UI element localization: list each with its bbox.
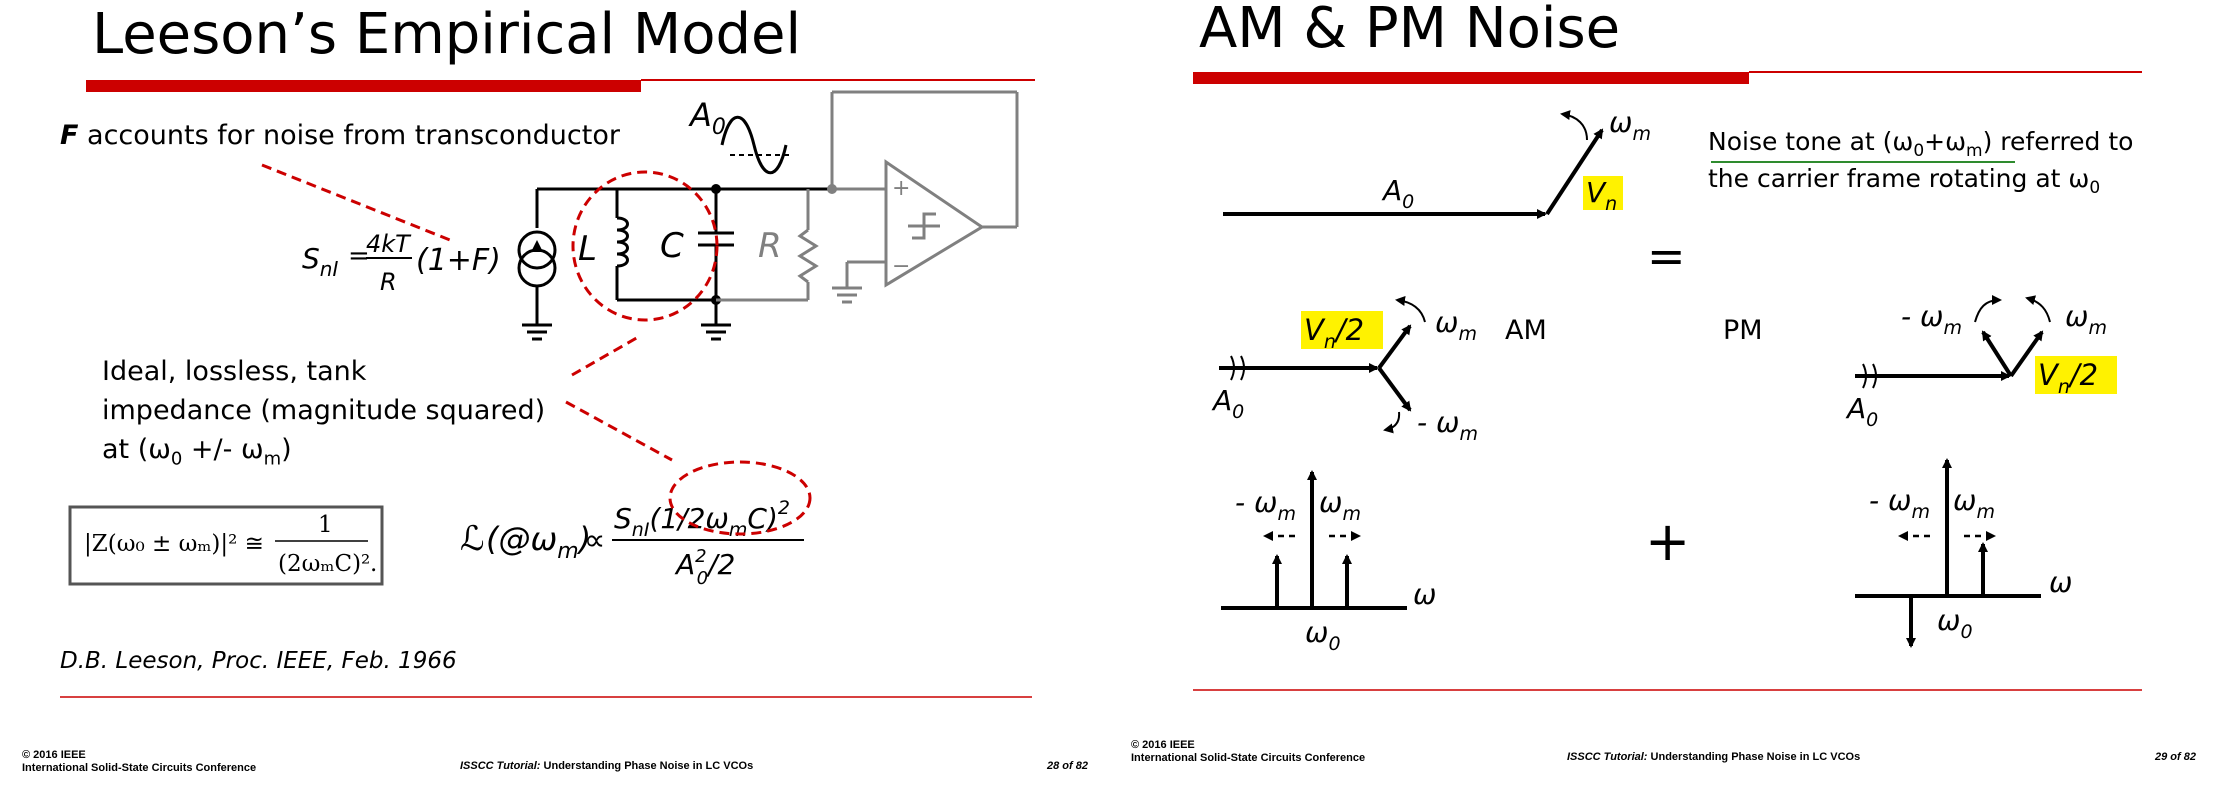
omega-axis-label-pm: ω <box>2049 566 2072 599</box>
am-label: AM <box>1505 315 1547 346</box>
ideal-line-3: at (ω0 +/- ωm) <box>102 434 292 470</box>
svg-text:(1+F): (1+F) <box>416 243 501 278</box>
minus-omega-m-label-pm-spec: - ωm <box>1869 484 1930 523</box>
node-dot <box>711 184 721 194</box>
amp-plus-sign: + <box>892 176 910 201</box>
capacitor-label: C <box>660 226 684 266</box>
footer-page-number: 28 of 82 <box>1047 760 1088 772</box>
svg-text:.: . <box>370 551 377 577</box>
equals-sign: = <box>1647 229 1686 283</box>
A0-label-am: A0 <box>1211 384 1244 423</box>
svg-text:SnI(1/2ωmC)2: SnI(1/2ωmC)2 <box>614 497 790 541</box>
tank-highlight-ellipse <box>571 170 719 322</box>
am-phasor <box>1219 296 1426 434</box>
footer-tutorial: ISSCC Tutorial: Understanding Phase Nois… <box>1567 751 1861 763</box>
citation: D.B. Leeson, Proc. IEEE, Feb. 1966 <box>60 648 457 674</box>
omega-m-label-am-spec: ωm <box>1319 486 1361 525</box>
svg-text:∝: ∝ <box>584 523 605 558</box>
A0-label: A0 <box>1381 174 1414 213</box>
vn2-highlight-pm <box>2035 356 2117 394</box>
svg-text:SnI: SnI <box>302 242 338 281</box>
pm-phasor <box>1855 295 2051 389</box>
omega-m-label-am: ωm <box>1435 306 1477 345</box>
f-description: F accounts for noise from transconductor <box>60 120 620 151</box>
slide-title: Leeson’s Empirical Model <box>92 2 802 67</box>
noise-tone-line-1: Noise tone at (ω0+ωm) referred to <box>1708 127 2134 161</box>
current-source-arrow-icon <box>531 240 543 252</box>
omega0-label-am: ω0 <box>1305 616 1341 655</box>
minus-omega-m-label-am: - ωm <box>1417 406 1478 445</box>
noise-tone-line-2: the carrier frame rotating at ω0 <box>1708 164 2101 198</box>
title-bar <box>1193 72 1749 84</box>
slide-29-graphics: Vn A0 ωm = Vn/2 A0 ωm - ωm AM PM <box>1193 71 2142 691</box>
svg-text:=: = <box>348 241 370 271</box>
node-dot <box>827 184 837 194</box>
svg-text:1: 1 <box>318 512 333 538</box>
footer-tutorial: ISSCC Tutorial: Understanding Phase Nois… <box>460 760 754 772</box>
omega-axis-label-am: ω <box>1413 578 1436 611</box>
footer-copyright: © 2016 IEEE <box>22 749 86 761</box>
title-bar <box>86 80 641 92</box>
ideal-line-2: impedance (magnitude squared) <box>102 395 546 426</box>
f-symbol: F <box>60 120 79 151</box>
footer-conference: International Solid-State Circuits Confe… <box>1131 752 1366 764</box>
vn2-label-pm: Vn/2 <box>2038 358 2098 398</box>
vn-label: Vn <box>1586 176 1617 215</box>
svg-text:|Z(ω₀ ± ωₘ)|² ≅: |Z(ω₀ ± ωₘ)|² ≅ <box>84 531 264 557</box>
formula-highlight-ellipse <box>668 460 812 536</box>
slide-28-graphics: + − A0 L C R SnI = 4kT R (1+F) |Z(ω₀ ± ω… <box>60 79 1035 698</box>
vn-highlight <box>1583 176 1623 210</box>
omega-m-label-pm: ωm <box>2065 300 2107 339</box>
pointer-line-tank-upper <box>571 334 641 377</box>
vn2-label-am: Vn/2 <box>1304 313 1364 353</box>
ideal-line-1: Ideal, lossless, tank <box>102 356 367 387</box>
pointer-line-tank-lower <box>565 400 673 462</box>
slide-title: AM & PM Noise <box>1199 0 1621 61</box>
z-formula: |Z(ω₀ ± ωₘ)|² ≅ 1 (2ωₘC)² . <box>84 512 377 577</box>
carrier-phasor <box>1223 110 1604 219</box>
slide-28: Leeson’s Empirical Model <box>0 0 1106 786</box>
minus-omega-m-label-am-spec: - ωm <box>1235 486 1296 525</box>
omega-m-label: ωm <box>1609 106 1651 145</box>
svg-text:R: R <box>380 268 397 296</box>
pm-spectrum <box>1855 458 2041 648</box>
amp-minus-sign: − <box>892 254 910 279</box>
footer-page-number: 29 of 82 <box>2155 751 2196 763</box>
footer-conference: International Solid-State Circuits Confe… <box>22 762 257 774</box>
snI-formula: SnI = 4kT R (1+F) <box>302 230 501 296</box>
svg-text:A20/2: A20/2 <box>674 546 735 589</box>
A0-label: A0 <box>688 96 726 140</box>
svg-text:(2ωₘC)²: (2ωₘC)² <box>278 551 370 577</box>
amplifier-feedback <box>716 90 1019 304</box>
pm-label: PM <box>1723 315 1763 346</box>
svg-text:4kT: 4kT <box>366 230 412 258</box>
resistor-label: R <box>758 226 782 266</box>
f-description-text: accounts for noise from transconductor <box>78 120 620 151</box>
vn2-highlight-am <box>1301 311 1383 349</box>
am-spectrum <box>1221 470 1407 610</box>
lc-tank-circuit <box>517 187 832 341</box>
minus-omega-m-label-pm: - ωm <box>1901 300 1962 339</box>
omega-m-label-pm-spec: ωm <box>1953 484 1995 523</box>
slide-29: AM & PM Noise Vn A0 ωm = <box>1107 0 2213 786</box>
svg-text:ℒ: ℒ <box>460 519 485 559</box>
inductor-label: L <box>578 229 597 269</box>
sine-wave-icon <box>720 115 788 175</box>
plus-sign: + <box>1645 510 1690 573</box>
pointer-line-F <box>261 163 456 244</box>
footer-copyright: © 2016 IEEE <box>1131 739 1195 751</box>
svg-text:(@ωm): (@ωm) <box>486 520 591 564</box>
A0-label-pm: A0 <box>1845 392 1878 431</box>
z-formula-box <box>68 505 384 586</box>
omega0-label-pm: ω0 <box>1937 604 1973 643</box>
